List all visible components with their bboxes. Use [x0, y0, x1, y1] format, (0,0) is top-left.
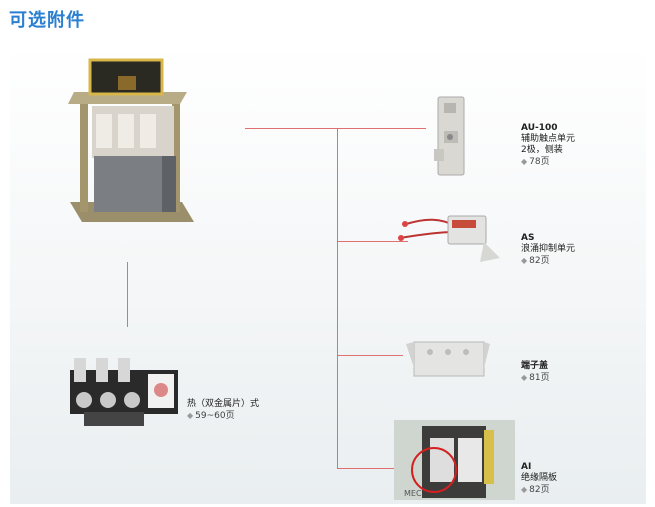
connector-line: [127, 262, 128, 327]
ai-name: AI: [521, 462, 532, 472]
ai-page: 82页: [529, 485, 550, 495]
au100-page: 78页: [529, 157, 550, 167]
thermal-relay-image: [70, 358, 178, 426]
connector-line: [338, 241, 408, 242]
au100-desc2: 2极，侧装: [521, 145, 563, 155]
au100-label: AU-100 辅助触点单元 2极，侧装 ◆78页: [521, 123, 575, 168]
as-page-ref[interactable]: ◆82页: [521, 255, 575, 267]
arrow-icon: ◆: [187, 411, 194, 420]
cover-page-ref[interactable]: ◆81页: [521, 372, 550, 384]
terminal-cover-image: [406, 341, 490, 377]
au100-name: AU-100: [521, 123, 558, 133]
au100-desc: 辅助触点单元: [521, 134, 576, 144]
au100-image: [434, 96, 465, 176]
cover-name: 端子盖: [521, 361, 549, 371]
relay-name: 热（双金属片）式: [187, 399, 260, 409]
as-desc: 浪涌抑制单元: [521, 244, 576, 254]
as-label: AS 浪涌抑制单元 ◆82页: [521, 233, 575, 267]
cover-label: 端子盖 ◆81页: [521, 361, 550, 384]
contactor-image: [68, 58, 194, 222]
cover-page: 81页: [529, 373, 550, 383]
as-name: AS: [521, 233, 535, 243]
arrow-icon: ◆: [521, 157, 528, 166]
arrow-icon: ◆: [521, 373, 528, 382]
connector-line: [338, 355, 403, 356]
connector-line: [245, 128, 338, 129]
relay-page: 59~60页: [195, 411, 235, 421]
section-title: 可选附件: [9, 10, 85, 31]
arrow-icon: ◆: [521, 485, 528, 494]
ai-label: AI 绝缘隔板 ◆82页: [521, 462, 557, 496]
ai-image-label: MEC: [404, 489, 422, 498]
relay-page-ref[interactable]: ◆59~60页: [187, 410, 259, 422]
ai-desc: 绝缘隔板: [521, 473, 558, 483]
ai-image: MEC: [394, 420, 515, 500]
relay-label: 热（双金属片）式 ◆59~60页: [187, 399, 259, 422]
as-page: 82页: [529, 256, 550, 266]
ai-page-ref[interactable]: ◆82页: [521, 484, 557, 496]
connector-line: [338, 468, 428, 469]
connector-line: [338, 128, 426, 129]
arrow-icon: ◆: [521, 256, 528, 265]
au100-page-ref[interactable]: ◆78页: [521, 156, 575, 168]
connector-line: [337, 128, 338, 469]
as-image: [398, 215, 500, 262]
